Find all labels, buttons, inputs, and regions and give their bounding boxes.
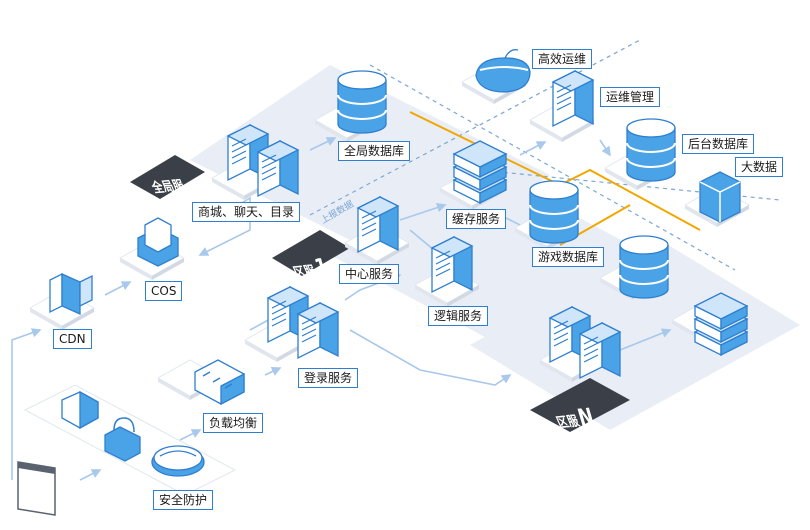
building-icon — [137, 217, 179, 267]
shield-icon — [61, 390, 99, 430]
browser-window-icon — [17, 461, 56, 516]
report-line — [309, 39, 641, 216]
link-line — [399, 202, 447, 221]
central-service-label: 中心服务 — [339, 264, 400, 284]
big-data-label: 大数据 — [735, 157, 784, 177]
ops-management-label: 运维管理 — [600, 87, 661, 107]
database-icon — [337, 70, 387, 134]
load-balance-icon — [194, 359, 245, 406]
load-balance-label: 负载均衡 — [203, 413, 264, 433]
zoneN-tag-plate — [530, 378, 630, 432]
link-line — [599, 139, 611, 157]
backend-db-label: 后台数据库 — [682, 134, 755, 154]
global-db-label: 全局数据库 — [338, 141, 411, 161]
login-service-label: 登录服务 — [298, 368, 359, 388]
link-line — [519, 141, 547, 156]
link-line — [79, 469, 102, 481]
radar-icon — [151, 445, 205, 477]
report-line — [369, 64, 736, 271]
game-db-label: 游戏数据库 — [532, 247, 605, 267]
database-icon — [619, 235, 669, 299]
ops-efficient-label: 高效运维 — [532, 49, 593, 69]
whale-icon — [475, 49, 531, 93]
link-line — [11, 328, 42, 480]
lock-icon — [104, 417, 141, 462]
big-data-cube-icon — [699, 171, 741, 223]
zone1-tag-plate — [272, 230, 350, 276]
link-line — [264, 367, 282, 376]
security-label: 安全防护 — [153, 490, 214, 510]
cdn-label: CDN — [53, 329, 92, 349]
server-icon — [297, 302, 339, 359]
zoneN-platform — [470, 240, 800, 430]
mall-chat-directory-label: 商城、聊天、目录 — [192, 202, 301, 222]
stack-icon — [453, 140, 507, 204]
cos-label: COS — [145, 281, 183, 301]
link-line — [179, 429, 202, 441]
link-line — [349, 329, 512, 386]
logic-service-label: 逻辑服务 — [428, 306, 489, 326]
database-icon — [529, 180, 579, 244]
link-line — [619, 328, 672, 351]
link-line — [309, 137, 337, 151]
database-icon — [626, 118, 676, 182]
link-line — [104, 281, 132, 296]
stack-icon — [694, 292, 748, 356]
cdn-books-icon — [49, 272, 93, 316]
global-zone-tag-plate — [130, 155, 205, 199]
cache-service-label: 缓存服务 — [446, 209, 507, 229]
